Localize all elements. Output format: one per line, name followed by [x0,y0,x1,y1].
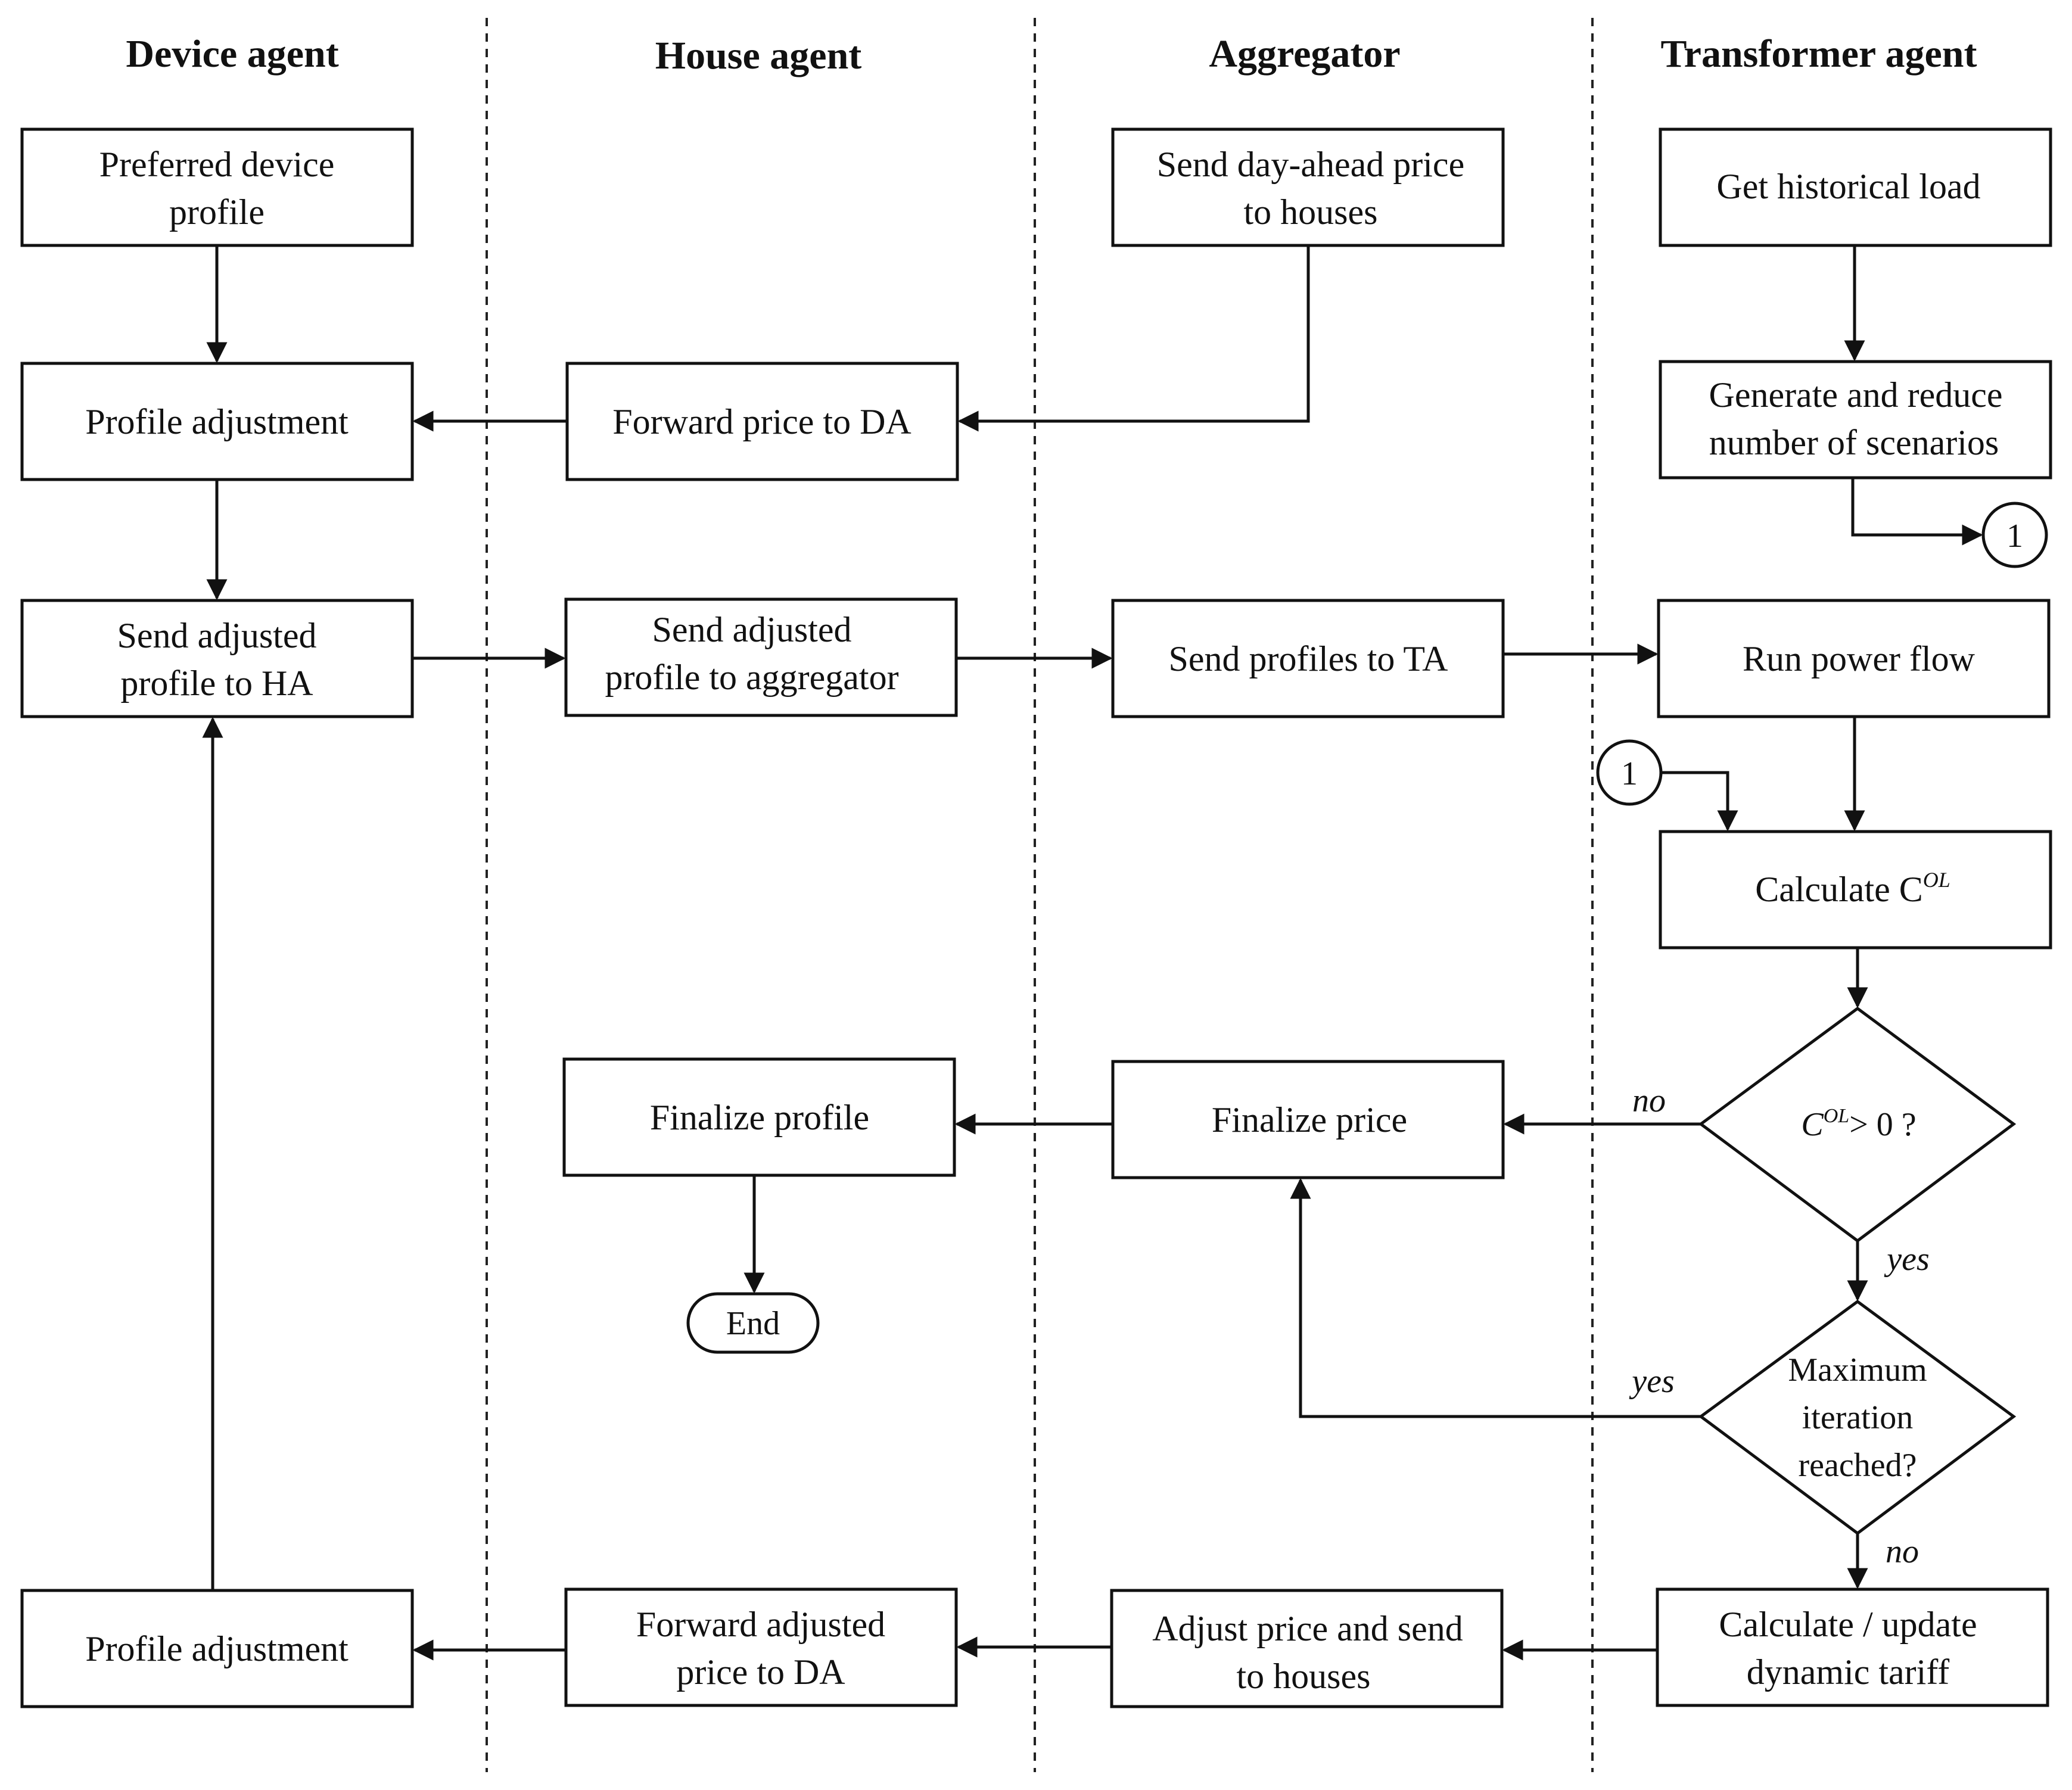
edge-label-yes: yes [1629,1363,1675,1400]
node-line: to houses [1244,192,1378,232]
node-forward-adjusted-price-da: Forward adjusted price to DA [564,1587,958,1707]
svg-text:Profile adjustment: Profile adjustment [85,402,349,441]
node-line: Send day-ahead price [1157,145,1464,184]
node-line: profile to aggregator [605,658,898,697]
node-line: profile to HA [120,664,313,703]
svg-text:1: 1 [1621,755,1638,792]
connector-in: 1 [1596,739,1663,806]
node-profile-adjustment-bottom: Profile adjustment [20,1589,414,1708]
lane-header-transformer: Transformer agent [1661,32,1977,76]
node-text: C [1801,1106,1824,1143]
node-line: profile [169,192,265,232]
node-line: Maximum [1788,1352,1927,1389]
node-line: iteration [1802,1399,1914,1436]
svg-text:1: 1 [2006,518,2023,555]
node-forward-price-da: Forward price to DA [565,362,959,481]
node-superscript: OL [1824,1105,1849,1127]
svg-text:Finalize profile: Finalize profile [650,1098,869,1137]
node-text: > 0 ? [1849,1106,1916,1143]
node-line: price to DA [676,1652,845,1692]
node-line: dynamic tariff [1747,1652,1949,1692]
svg-text:Run power flow: Run power flow [1743,639,1975,678]
svg-text:End: End [726,1305,780,1342]
edge-label-yes: yes [1884,1241,1930,1278]
arrow-generate-to-connector [1851,478,1983,546]
node-send-profiles-ta: Send profiles to TA [1111,599,1505,718]
node-line: Forward adjusted [636,1605,885,1644]
arrow-day-ahead-to-forward [957,245,1310,432]
node-line: Send adjusted [652,610,852,649]
node-calculate-col: Calculate COL [1659,830,2052,950]
node-finalize-price: Finalize price [1111,1060,1505,1179]
node-profile-adjustment-top: Profile adjustment [20,362,414,481]
node-generate-reduce-scenarios: Generate and reduce number of scenarios [1659,360,2052,480]
node-calculate-update-tariff: Calculate / update dynamic tariff [1656,1587,2049,1707]
svg-text:COL> 0 ?: COL> 0 ? [1801,1105,1916,1143]
node-text: Calculate C [1755,870,1923,909]
node-adjust-price-send: Adjust price and send to houses [1110,1589,1504,1708]
node-send-adjusted-profile-aggregator: Send adjusted profile to aggregator [564,597,958,717]
node-line: Calculate / update [1719,1605,1977,1644]
lane-header-aggregator: Aggregator [1209,32,1400,76]
node-decision-max-iteration: Maximum iteration reached? [1698,1299,2017,1536]
edge-label-no: no [1886,1533,1919,1570]
lane-header-house: House agent [655,34,862,77]
svg-text:Finalize price: Finalize price [1212,1100,1407,1140]
node-line: Send adjusted [117,616,317,655]
svg-text:Calculate COL: Calculate COL [1755,868,1950,909]
arrow-connector-to-calc [1661,771,1738,832]
node-superscript: OL [1923,868,1950,892]
node-send-day-ahead-price: Send day-ahead price to houses [1111,127,1505,247]
node-finalize-profile: Finalize profile [562,1057,956,1177]
connector-out: 1 [1981,502,2048,568]
svg-text:Get historical load: Get historical load [1716,167,1980,206]
arrow-iteration-yes [1290,1178,1701,1418]
edge-label-no: no [1632,1082,1666,1119]
node-get-historical-load: Get historical load [1659,127,2052,247]
node-line: to houses [1237,1657,1371,1696]
node-decision-col: COL> 0 ? [1698,1006,2017,1243]
node-send-adjusted-profile-ha: Send adjusted profile to HA [20,599,414,718]
svg-text:Forward price to DA: Forward price to DA [612,402,911,441]
node-preferred-device-profile: Preferred device profile [20,127,414,247]
node-run-power-flow: Run power flow [1657,599,2051,718]
node-line: Adjust price and send [1152,1609,1463,1648]
node-line: Generate and reduce [1709,375,2002,415]
svg-text:Profile adjustment: Profile adjustment [85,1629,349,1668]
node-line: Preferred device [99,145,335,184]
lane-header-device: Device agent [126,32,338,76]
svg-text:Send profiles to TA: Send profiles to TA [1168,639,1448,678]
node-line: reached? [1799,1447,1917,1484]
node-end: End [686,1292,820,1354]
node-line: number of scenarios [1709,423,1999,462]
